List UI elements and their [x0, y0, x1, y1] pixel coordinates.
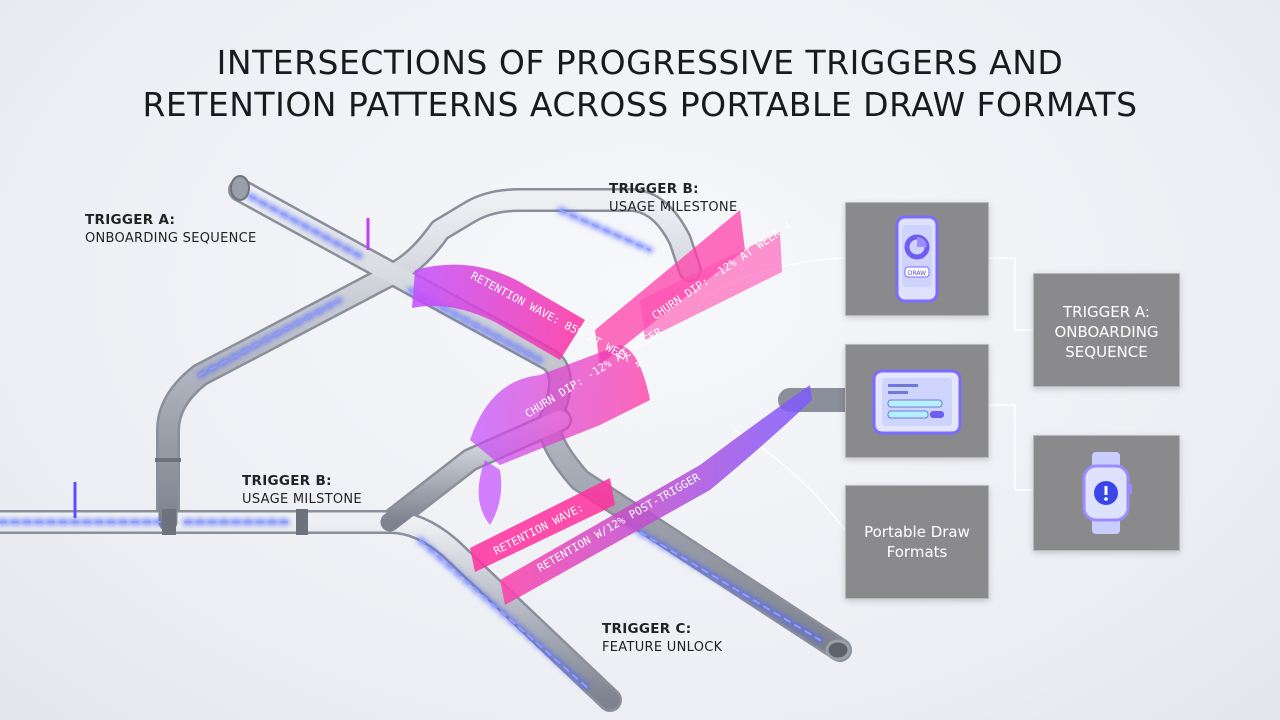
page-title: INTERSECTIONS OF PROGRESSIVE TRIGGERS AN…: [0, 42, 1280, 126]
ribbon-retention-post-trigger: [500, 385, 812, 605]
ribbon-retention-wave-top: [412, 264, 585, 360]
card-portable-formats-text: Portable Draw Formats: [864, 523, 970, 561]
label-trigger-b-mid: TRIGGER B: USAGE MILSTONE: [242, 473, 362, 507]
ribbon-churn-dip-center: [470, 345, 650, 465]
label-trigger-b-top: TRIGGER B: USAGE MILESTONE: [609, 181, 738, 215]
card-trigger-a-text: TRIGGER A: ONBOARDING SEQUENCE: [1054, 303, 1159, 361]
card-portable-formats: Portable Draw Formats: [845, 485, 989, 599]
card-watch: [1033, 435, 1180, 551]
pipe-end-bottom-right: [825, 639, 851, 661]
phone-icon: DRAW: [895, 215, 939, 303]
ribbon-loop: [478, 460, 502, 525]
phone-badge-text: DRAW: [908, 270, 926, 277]
title-line-1: INTERSECTIONS OF PROGRESSIVE TRIGGERS AN…: [216, 43, 1064, 82]
ribbons: [412, 210, 812, 605]
label-trigger-a: TRIGGER A: ONBOARDING SEQUENCE: [85, 212, 257, 246]
ribbon-retention-wave-bottom: [470, 478, 615, 572]
watch-icon: [1082, 452, 1132, 534]
card-trigger-a: TRIGGER A: ONBOARDING SEQUENCE: [1033, 273, 1180, 387]
label-trigger-c: TRIGGER C: FEATURE UNLOCK: [602, 621, 723, 655]
card-tablet: [845, 344, 989, 458]
pipe-end-top: [230, 175, 250, 201]
ribbon-churn-dip-right-back: [640, 232, 782, 340]
card-phone: DRAW: [845, 202, 989, 316]
title-line-2: RETENTION PATTERNS ACROSS PORTABLE DRAW …: [142, 85, 1138, 124]
tablet-icon: [872, 369, 962, 435]
